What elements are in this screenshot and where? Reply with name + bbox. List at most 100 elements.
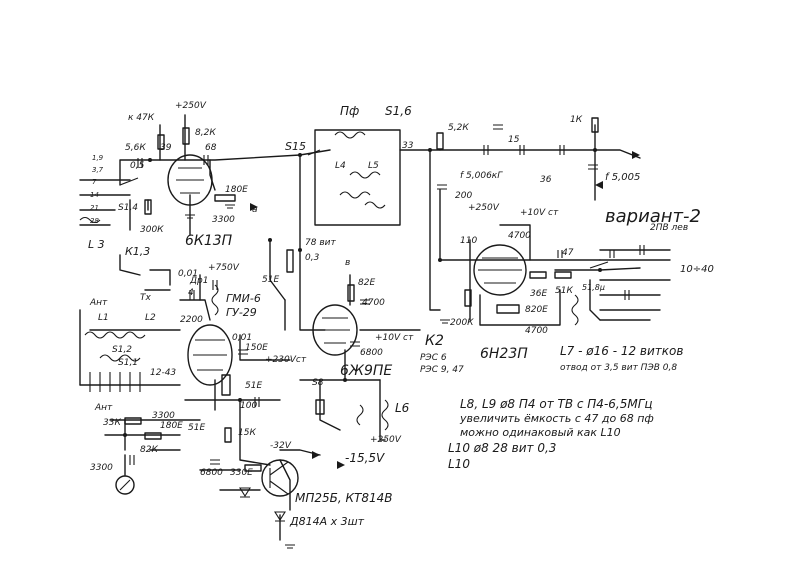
label-c4: 4 (188, 288, 194, 298)
label-c3300a: 3300 (212, 215, 235, 225)
label-freq-4: 14 (90, 191, 99, 199)
label-c33: 33 (402, 141, 414, 151)
note-3: можно одинаковый как L10 (460, 426, 621, 439)
label-a: а (252, 205, 258, 215)
label-turns: 78 вит (305, 238, 336, 248)
label-v10b: +10V ст (375, 333, 414, 343)
label-tube-6n23p: 6Н23П (480, 346, 528, 362)
label-s8: S8 (312, 378, 324, 388)
label-l6: L6 (395, 401, 410, 415)
tube-gu29 (187, 324, 233, 386)
label-variant-title: вариант-2 (605, 206, 701, 227)
label-c68: 68 (205, 143, 217, 153)
label-v250-low: +250V (370, 435, 402, 445)
label-wire: 0,3 (305, 253, 320, 263)
label-zener: Д814А х 3шт (289, 515, 365, 528)
label-r33k: 33К (103, 418, 121, 428)
label-c4700b: 4700 (525, 326, 548, 336)
label-l7: L7 - ø16 - 12 витков (560, 344, 683, 358)
meter (115, 475, 135, 495)
label-k13: К1,3 (125, 245, 150, 258)
label-tube-6k13p: 6К13П (185, 233, 233, 249)
label-l5: L5 (368, 161, 379, 171)
label-c05: 0,5 (130, 161, 145, 171)
label-c39: 39 (160, 143, 172, 153)
note-4: L10 ø8 28 вит 0,3 (448, 441, 556, 455)
tube-6n23p (473, 244, 527, 296)
label-gmi: ГМИ-6 (226, 292, 261, 305)
annotations: к 47К +250V 8,2К 5,6К 39 68 0,5 1,9 3,7 … (88, 101, 714, 528)
label-c001b: 0,01 (232, 333, 252, 343)
label-l7b: отвод от 3,5 вит ПЭВ 0,8 (560, 363, 677, 373)
label-r52k: 5,2К (448, 123, 469, 133)
label-variant-sub: 2ПВ лев (650, 223, 688, 233)
label-s14: S1,4 (118, 203, 138, 213)
label-c200: 200 (455, 191, 472, 201)
label-r36e: 36Е (530, 289, 547, 299)
label-s11: S1,1 (118, 358, 138, 368)
note-2: увеличить ёмкость с 47 до 68 пф (459, 412, 654, 425)
label-pf: Пф (340, 104, 359, 118)
label-c1243: 12-43 (150, 368, 176, 378)
label-s16: S1,6 (385, 104, 412, 118)
label-c2200: 2200 (180, 315, 203, 325)
label-freq-1: 1,9 (92, 154, 104, 162)
label-l8: 51,8µ (582, 283, 605, 292)
label-r200k: 200К (450, 318, 474, 328)
label-c150e: 150Е (245, 343, 268, 353)
label-freq-6: 28 (90, 217, 99, 225)
note-5: L10 (448, 457, 470, 471)
label-c4700a: 4700 (508, 231, 531, 241)
label-tube-6zh9pe: 6Ж9ПЕ (340, 363, 392, 379)
label-r820e: 820Е (525, 305, 548, 315)
label-r82k: 8,2К (195, 128, 216, 138)
label-range: 10÷40 (680, 264, 714, 275)
label-l2: L2 (145, 313, 156, 323)
label-ant-top: Ант (89, 298, 108, 308)
label-c001a: 0,01 (178, 269, 198, 279)
label-l3: L 3 (88, 238, 105, 251)
label-s12: S1,2 (112, 345, 132, 355)
label-b-mid: в (345, 258, 350, 268)
label-f5006: f 5,006кГ (460, 171, 503, 181)
label-r82k-b: 82К (140, 445, 158, 455)
tube-6zh9pe (312, 304, 358, 356)
transistor (261, 459, 299, 497)
label-l4: L4 (335, 161, 346, 171)
label-v250-top: +250V (175, 101, 207, 111)
label-v230: +230Vст (265, 355, 307, 365)
label-r1k: 1К (570, 115, 583, 125)
label-l1: L1 (98, 313, 109, 323)
label-gu: ГУ-29 (226, 306, 257, 319)
label-r15k: 15К (238, 428, 256, 438)
label-v155: -15,5V (345, 451, 385, 465)
label-c3300b: 3300 (152, 411, 175, 421)
label-rtmsg2: РЭС 9, 47 (420, 365, 464, 375)
label-c3300c: 3300 (90, 463, 113, 473)
label-r56k: 5,6К (125, 143, 146, 153)
label-freq-2: 3,7 (92, 166, 104, 174)
label-dr1: Др1 (189, 276, 208, 286)
label-v750: +750V (208, 263, 240, 273)
label-r51e-a: 51Е (262, 275, 279, 285)
note-1: L8, L9 ø8 П4 от ТВ с П4-6,5МГц (460, 397, 653, 411)
label-r180e: 180Е (225, 185, 248, 195)
label-tx: Тх (140, 293, 151, 303)
label-transistor: МП25Б, КТ814В (295, 491, 393, 505)
tube-6k13p (167, 154, 213, 206)
label-freq-3: 7 (92, 178, 97, 186)
label-r51e-b: 51Е (245, 381, 262, 391)
label-c36: 36 (540, 175, 552, 185)
label-v10: +10V ст (520, 208, 559, 218)
label-c6800b: 6800 (200, 468, 223, 478)
label-k47k: к 47К (128, 113, 155, 123)
label-v250-mid: +250V (468, 203, 500, 213)
label-f5005: f 5,005 (605, 172, 640, 183)
label-k2: К2 (425, 333, 444, 349)
label-r51e-c: 51Е (188, 423, 205, 433)
label-r300k: 300К (140, 225, 164, 235)
label-c110: 110 (460, 236, 477, 246)
label-freq-5: 21 (90, 204, 99, 212)
label-ant-bot: Ант (94, 403, 113, 413)
